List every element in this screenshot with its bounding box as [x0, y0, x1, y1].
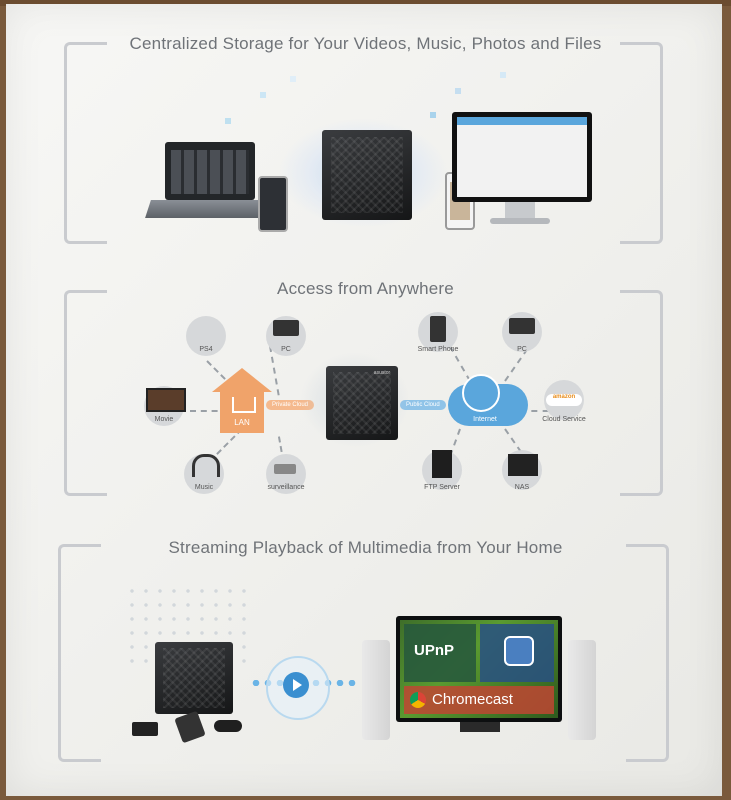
ps4-label: PS4 — [199, 346, 213, 353]
decor-square — [225, 118, 231, 124]
right-bracket — [626, 544, 669, 762]
lan-label: LAN — [234, 418, 250, 427]
decor-square — [455, 88, 461, 94]
decor-square — [500, 72, 506, 78]
tv: UPnP Chromecast — [396, 616, 562, 722]
camera-icon — [274, 464, 296, 474]
speaker-left — [362, 640, 390, 740]
chromecast-label: Chromecast — [432, 691, 513, 708]
chromecast-dongle-icon — [214, 720, 242, 732]
movie-label: Movie — [154, 416, 174, 423]
ftp-server-label: FTP Server — [424, 484, 460, 491]
network-icon — [232, 397, 256, 413]
upnp-tile: UPnP — [404, 624, 476, 682]
right-bracket — [620, 290, 663, 496]
play-triangle-icon — [293, 679, 302, 691]
access-title: Access from Anywhere — [277, 279, 454, 298]
nas-label: NAS — [514, 484, 530, 491]
ps4-node — [186, 316, 226, 356]
brand-label: asustor — [373, 370, 391, 376]
left-bracket — [64, 290, 107, 496]
chrome-icon — [410, 692, 426, 708]
monitor-stand — [505, 202, 535, 220]
storage-section: Centralized Storage for Your Videos, Mus… — [0, 0, 731, 250]
tv-stand — [460, 722, 500, 732]
left-bracket — [58, 544, 101, 762]
monitor-foot — [490, 218, 550, 224]
pc-left-icon — [273, 320, 299, 336]
streaming-title: Streaming Playback of Multimedia from Yo… — [168, 538, 563, 557]
table-surface-top — [0, 0, 731, 6]
surveillance-node — [266, 454, 306, 494]
nas-device — [322, 130, 412, 220]
rack-nas-icon — [508, 454, 538, 476]
tv-screen: UPnP Chromecast — [400, 620, 558, 718]
decor-square — [260, 92, 266, 98]
central-nas-device — [326, 366, 398, 440]
internet-label: Internet — [473, 416, 497, 423]
laptop-icon — [509, 318, 535, 334]
laptop-base — [145, 200, 269, 218]
phone-icon — [174, 710, 206, 744]
play-button-icon — [283, 672, 309, 698]
laptop-media-grid — [171, 150, 249, 194]
house-roof-icon — [212, 368, 272, 392]
right-bracket — [620, 42, 663, 244]
chromecast-tile: Chromecast — [404, 686, 554, 714]
access-section: Access from Anywhere PS4 PC Movie Music … — [0, 250, 731, 510]
private-cloud-bar: Private Cloud — [266, 400, 315, 410]
movie-icon — [146, 388, 186, 412]
left-bracket — [64, 42, 107, 244]
monitor — [452, 112, 592, 202]
smartphone-left — [258, 176, 288, 232]
public-cloud-bar: Public Cloud — [400, 400, 446, 410]
server-icon — [432, 450, 452, 478]
upnp-label: UPnP — [414, 642, 455, 659]
tablet-icon — [430, 316, 446, 342]
music-note-icon — [504, 636, 534, 666]
connector-line — [520, 410, 560, 412]
surveillance-label: surveillance — [267, 484, 305, 491]
lan-house-icon — [220, 391, 264, 433]
monitor-screen — [457, 117, 587, 197]
laptop-screen — [165, 142, 255, 200]
storage-title: Centralized Storage for Your Videos, Mus… — [129, 34, 602, 53]
game-console-icon — [132, 722, 158, 736]
smart-phone-label: Smart Phone — [417, 346, 459, 353]
amazon-logo: amazon — [546, 394, 582, 406]
speaker-right — [568, 640, 596, 740]
streaming-nas-device — [155, 642, 233, 714]
music-tile — [480, 624, 554, 682]
decor-square — [430, 112, 436, 118]
streaming-section: Streaming Playback of Multimedia from Yo… — [0, 510, 731, 800]
headphones-icon — [192, 454, 220, 477]
decor-square — [290, 76, 296, 82]
cloud-service-label: Cloud Service — [542, 416, 586, 423]
pc-right-label: PC — [517, 346, 527, 353]
globe-icon — [462, 374, 500, 412]
pc-left-label: PC — [281, 346, 291, 353]
music-label: Music — [194, 484, 214, 491]
